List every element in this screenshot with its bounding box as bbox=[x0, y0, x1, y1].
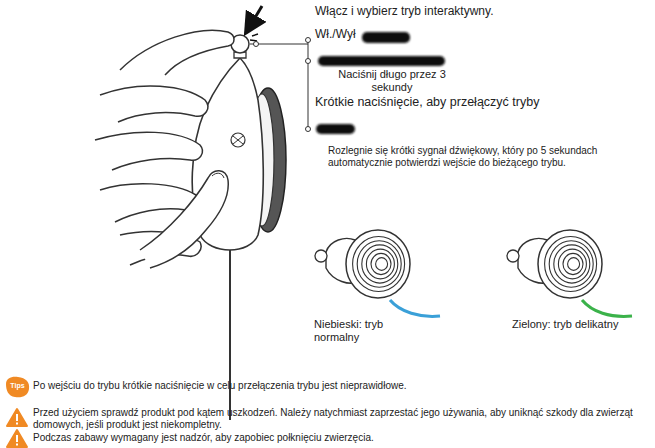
knob-tip bbox=[315, 250, 327, 262]
mode-label: Niebieski: tryb normalny bbox=[314, 318, 406, 343]
spiral-disc bbox=[538, 230, 602, 298]
spiral-disc bbox=[346, 230, 410, 298]
spiral-ring bbox=[558, 249, 586, 279]
redacted-bar bbox=[316, 124, 355, 134]
spiral-ring bbox=[563, 253, 583, 274]
redacted-bar bbox=[318, 56, 445, 66]
spiral-ring bbox=[353, 236, 405, 291]
device-logo-mark bbox=[233, 136, 243, 144]
green-light bbox=[582, 300, 632, 316]
redacted-bar bbox=[362, 32, 410, 43]
rod bbox=[229, 245, 231, 420]
warning-text: Przed użyciem sprawdź produkt pod kątem … bbox=[33, 407, 651, 430]
tip-text: Po wejściu do trybu krótkie naciśnięcie … bbox=[33, 380, 473, 392]
knob-tip bbox=[507, 250, 519, 262]
leader-line bbox=[300, 44, 308, 45]
leader-bracket bbox=[308, 40, 309, 130]
leader-dot bbox=[254, 42, 259, 47]
warning-icon bbox=[7, 409, 27, 426]
disc-outline bbox=[346, 230, 410, 298]
button-label: Wł./Wył bbox=[315, 28, 356, 42]
instruction: Krótkie naciśnięcie, aby przełączyć tryb… bbox=[315, 95, 539, 109]
leader-dot bbox=[306, 59, 311, 64]
spiral-ring bbox=[371, 253, 391, 274]
tips-badge: Tips bbox=[6, 382, 29, 390]
finger bbox=[95, 132, 202, 170]
warning-icon bbox=[7, 430, 27, 447]
tips-icon bbox=[6, 377, 29, 397]
heading: Włącz i wybierz tryb interaktywny. bbox=[315, 5, 493, 19]
instruction: Naciśnij długo przez 3 sekundy bbox=[328, 68, 456, 93]
device-logo bbox=[231, 133, 245, 147]
note: Rozlegnie się krótki sygnał dźwiękowy, k… bbox=[328, 145, 650, 168]
thumbnail bbox=[212, 173, 224, 178]
finger bbox=[100, 86, 208, 122]
mode-label: Zielony: tryb delikatny bbox=[512, 318, 652, 331]
disc-outline bbox=[538, 230, 602, 298]
blue-light bbox=[390, 300, 440, 316]
green-mode-device bbox=[507, 230, 632, 316]
spiral-ring bbox=[357, 241, 401, 288]
spiral-ring bbox=[376, 258, 388, 271]
spiral-ring bbox=[366, 249, 394, 279]
leader-dot bbox=[306, 127, 311, 132]
spiral-ring bbox=[549, 241, 593, 288]
blue-mode-device bbox=[315, 230, 440, 316]
spiral-ring bbox=[554, 245, 590, 283]
index-finger bbox=[120, 30, 234, 75]
press-arrow bbox=[250, 6, 262, 26]
warning-text: Podczas zabawy wymagany jest nadzór, aby… bbox=[33, 432, 651, 444]
spiral-ring bbox=[545, 236, 597, 291]
press-marks bbox=[250, 34, 258, 41]
spiral-ring bbox=[568, 258, 580, 271]
thumb bbox=[140, 171, 228, 268]
spiral-ring bbox=[362, 245, 398, 283]
leader-dot bbox=[306, 38, 311, 43]
